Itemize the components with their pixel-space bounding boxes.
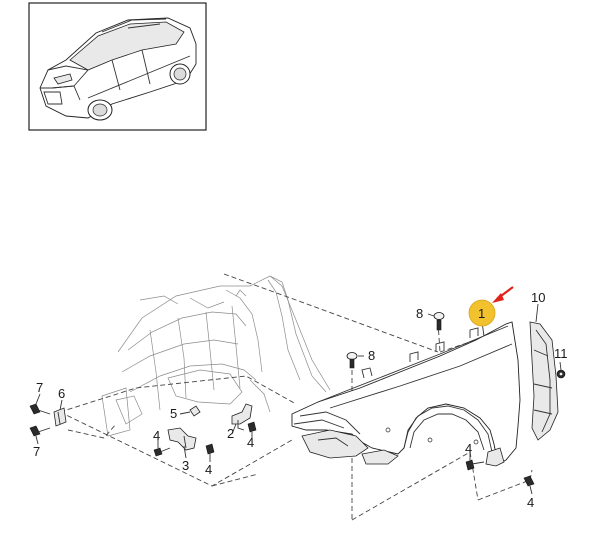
bolt-4-rear[interactable]	[523, 475, 535, 487]
callout-1[interactable]: 1	[478, 306, 485, 321]
front-fender[interactable]	[291, 321, 521, 467]
callout-4-left[interactable]: 4	[153, 428, 160, 443]
callout-4-fender[interactable]: 4	[465, 441, 472, 456]
callout-2[interactable]: 2	[227, 426, 234, 441]
bolt-7-upper[interactable]	[29, 403, 51, 415]
vehicle-thumbnail-icon	[39, 17, 197, 121]
callout-3[interactable]: 3	[182, 458, 189, 473]
callout-8-top[interactable]: 8	[416, 306, 423, 321]
bolt-4-center[interactable]	[205, 443, 215, 456]
bolt-8-fender[interactable]	[346, 352, 358, 369]
callout-5[interactable]: 5	[170, 406, 177, 421]
callout-4-rear[interactable]: 4	[527, 495, 534, 510]
callout-7-lower[interactable]: 7	[33, 444, 40, 459]
nut-11[interactable]	[556, 369, 566, 379]
callout-6[interactable]: 6	[58, 386, 65, 401]
bolt-4-bracket2[interactable]	[247, 421, 257, 433]
callout-11[interactable]: 11	[554, 346, 568, 361]
red-arrow-icon	[492, 286, 514, 303]
clip-5[interactable]	[189, 405, 201, 417]
leader-lines	[35, 303, 562, 495]
highlight-badge[interactable]	[468, 299, 496, 327]
callout-labels: 1 10 11 8 8 6 7 7 5 2 3 4 4 4 4 4	[33, 290, 568, 510]
bolt-7-lower[interactable]	[29, 425, 51, 437]
bolt-4-left[interactable]	[153, 447, 171, 457]
bolt-8-top[interactable]	[433, 312, 445, 331]
bracket-3[interactable]	[167, 427, 197, 451]
vehicle-thumbnail	[28, 2, 207, 131]
callout-8-fender[interactable]: 8	[368, 348, 375, 363]
fender-rear-trim[interactable]	[529, 321, 559, 441]
callout-4-bracket2[interactable]: 4	[247, 435, 254, 450]
callout-7-upper[interactable]: 7	[36, 380, 43, 395]
body-structure-outline	[101, 275, 331, 437]
bracket-6[interactable]	[53, 407, 67, 427]
bolt-4-fender[interactable]	[465, 459, 485, 471]
callout-10[interactable]: 10	[531, 290, 545, 305]
callout-4-center[interactable]: 4	[205, 462, 212, 477]
bracket-2[interactable]	[231, 403, 253, 431]
